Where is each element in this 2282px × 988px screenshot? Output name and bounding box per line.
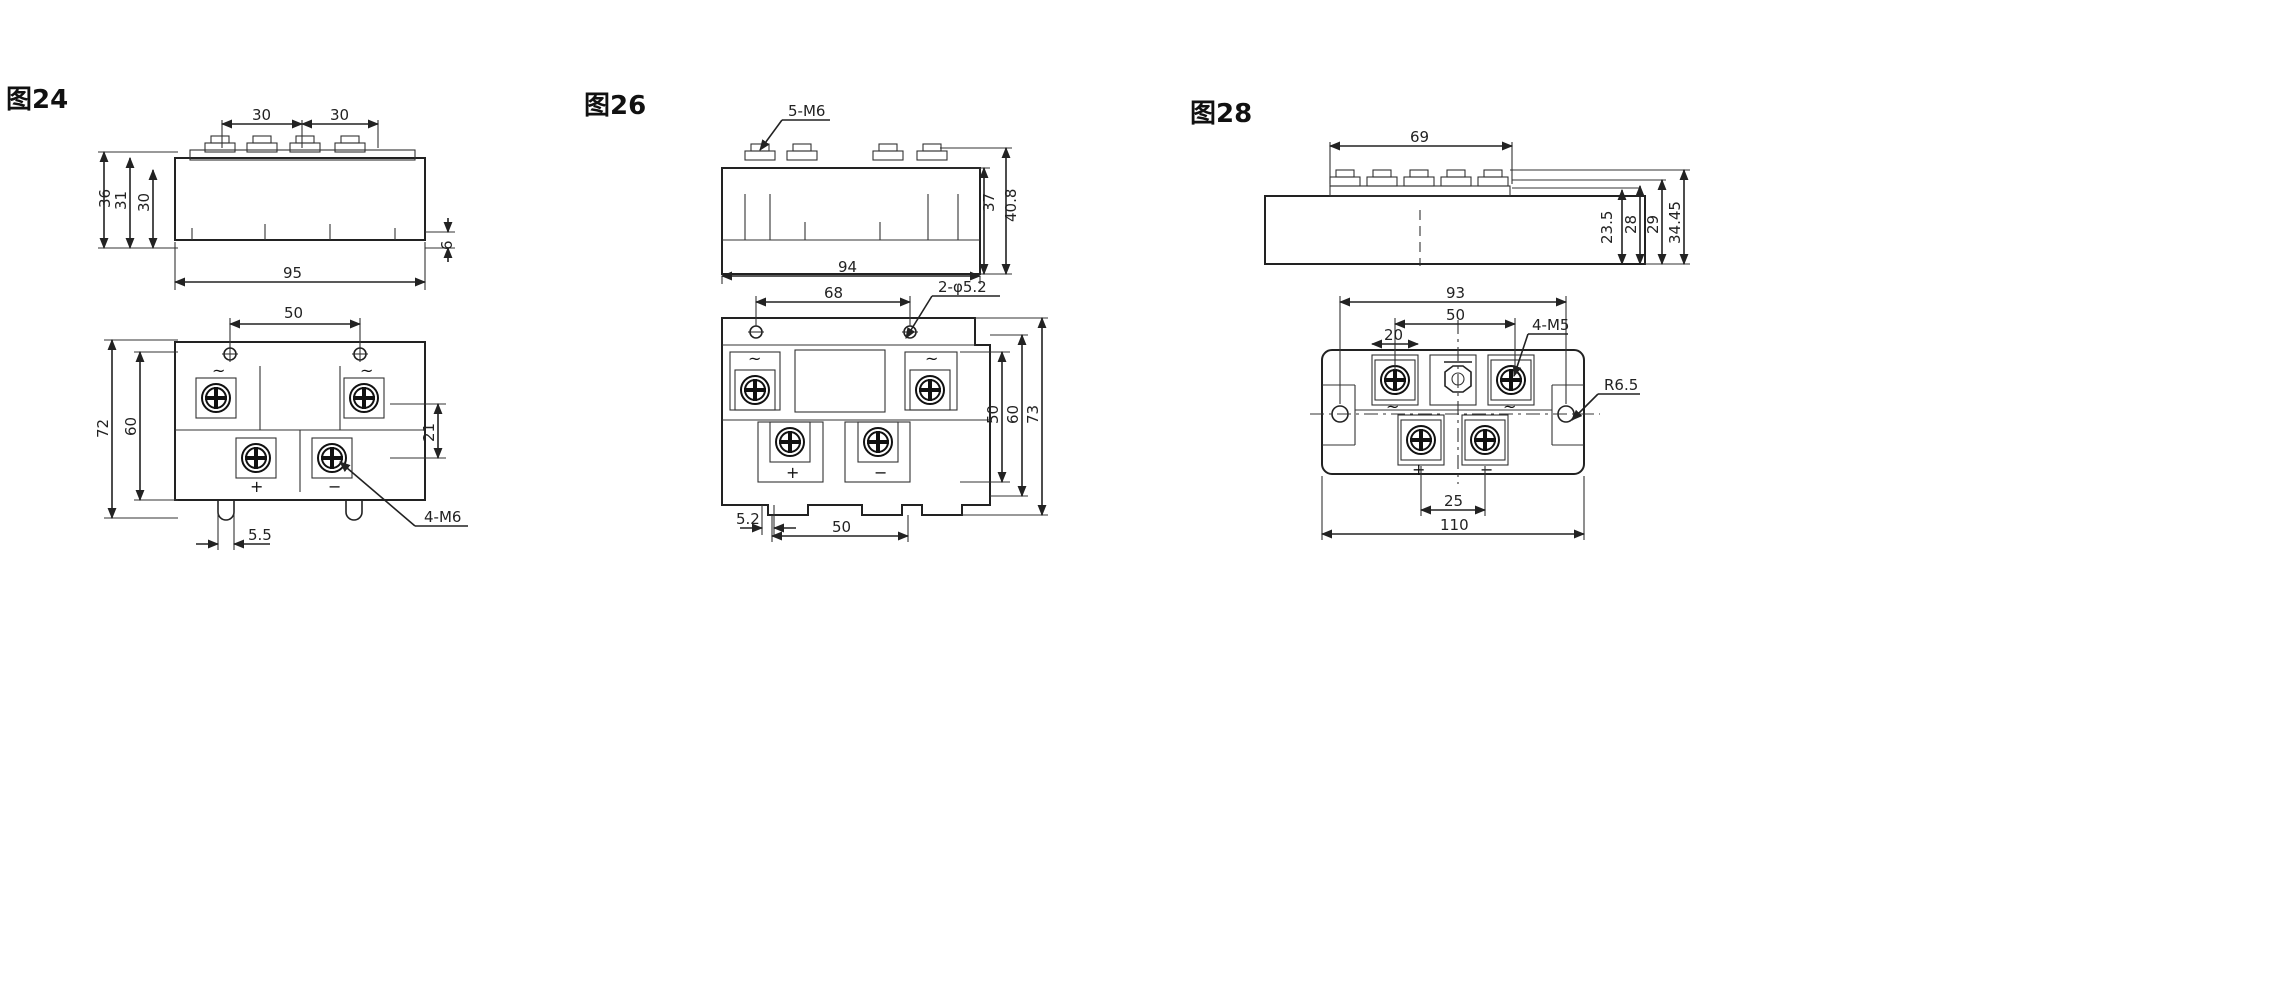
dim-label: 69: [1410, 128, 1429, 146]
terminal-symbol: ~: [1503, 397, 1516, 416]
callout-label: R6.5: [1604, 376, 1638, 394]
figure-24-top-view: ~ ~ + − 50 72 60 21: [94, 304, 468, 550]
dim-label: 40.8: [1002, 189, 1020, 222]
callout-label: 4-M5: [1532, 316, 1569, 334]
figure-26-top-view: ~ ~ + − 68 2-φ5.2: [721, 278, 1048, 542]
figure-26-side-view: 5-M6 37 40.8 94: [720, 102, 1020, 284]
dim-label: 60: [122, 417, 140, 436]
dim-label: 36: [96, 189, 114, 208]
dim-label: 30: [330, 106, 349, 124]
terminal-symbol: +: [1412, 460, 1425, 479]
dim-label: 37: [980, 193, 998, 212]
dim-label: 50: [832, 518, 851, 536]
terminal-symbol: −: [1480, 460, 1493, 479]
dim-label: 5.5: [248, 526, 272, 544]
terminal-symbol: −: [874, 463, 887, 482]
terminal-symbol: ~: [925, 349, 938, 368]
figure-24-side-view: 30 30 36 31 30 6 95: [96, 106, 456, 290]
dim-label: 60: [1004, 405, 1022, 424]
terminal-symbol: ~: [748, 349, 761, 368]
dim-label: 30: [135, 193, 153, 212]
dim-label: 72: [94, 419, 112, 438]
dim-label: 73: [1024, 405, 1042, 424]
callout-label: 4-M6: [424, 508, 461, 526]
terminal-symbol: ~: [212, 361, 225, 380]
figure-24-title: 图24: [6, 85, 68, 115]
dim-label: 25: [1444, 492, 1463, 510]
dim-label: 34.45: [1666, 201, 1684, 244]
terminal-symbol: −: [328, 477, 341, 496]
dim-label: 20: [1384, 326, 1403, 344]
dim-label: 6: [438, 240, 456, 250]
figure-26-title: 图26: [584, 91, 646, 121]
dim-label: 5.2: [736, 510, 760, 528]
dim-label: 29: [1644, 215, 1662, 234]
dim-label: 50: [984, 405, 1002, 424]
dim-label: 31: [112, 191, 130, 210]
dim-label: 93: [1446, 284, 1465, 302]
terminal-symbol: +: [250, 477, 263, 496]
terminal-symbol: ~: [1386, 397, 1399, 416]
figure-28-title: 图28: [1190, 99, 1252, 129]
dim-label: 28: [1622, 215, 1640, 234]
callout-label: 2-φ5.2: [938, 278, 987, 296]
dim-label: 30: [252, 106, 271, 124]
dim-label: 50: [1446, 306, 1465, 324]
dim-label: 94: [838, 258, 857, 276]
terminal-symbol: +: [786, 463, 799, 482]
callout-label: 5-M6: [788, 102, 825, 120]
dim-label: 95: [283, 264, 302, 282]
dim-label: 50: [284, 304, 303, 322]
figure-28-side-view: 69 23.5 28 29 34.45: [1264, 128, 1690, 266]
figure-26: 图26 5-M6 37 40.8: [584, 91, 1048, 542]
terminal-symbol: ~: [360, 361, 373, 380]
figure-24: 图24 30 30: [6, 85, 468, 550]
figure-28-top-view: ~ ~ + − 93 50 20 4-M5: [1310, 284, 1640, 540]
dim-label: 110: [1440, 516, 1469, 534]
dim-label: 23.5: [1598, 211, 1616, 244]
dim-label: 68: [824, 284, 843, 302]
dim-label: 21: [420, 423, 438, 442]
figure-28: 图28 69 23.5: [1190, 99, 1690, 540]
